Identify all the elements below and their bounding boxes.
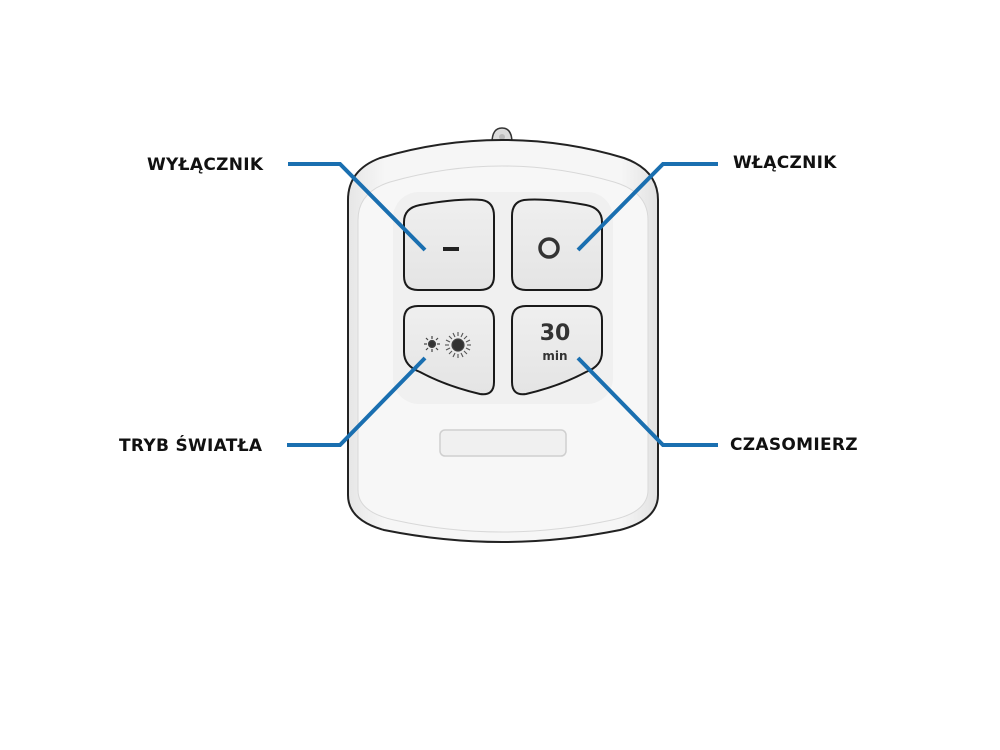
callout-light-mode-label: TRYB ŚWIATŁA [119, 436, 263, 456]
light-mode-button[interactable] [404, 306, 494, 396]
leader-line-timer [576, 356, 718, 447]
timer-unit: min [542, 349, 568, 363]
leader-lines [287, 162, 718, 447]
off-button[interactable] [404, 200, 494, 290]
sun-brightness-icon [424, 332, 471, 358]
leader-line-light-mode [287, 356, 427, 447]
leader-line-off [288, 162, 427, 252]
circle-icon [538, 237, 560, 259]
callout-off-label: WYŁĄCZNIK [147, 155, 264, 175]
callout-on-label: WŁĄCZNIK [733, 153, 837, 173]
minus-icon [443, 247, 459, 251]
leader-line-on [576, 162, 718, 252]
remote-slot [439, 429, 567, 457]
timer-button-shape [511, 305, 603, 396]
timer-button[interactable] [512, 306, 602, 396]
callout-timer-label: CZASOMIERZ [730, 435, 858, 455]
timer-value: 30 [539, 321, 571, 346]
on-button[interactable] [512, 200, 602, 290]
off-button-shape [403, 198, 495, 291]
light-mode-button-shape [403, 305, 495, 396]
